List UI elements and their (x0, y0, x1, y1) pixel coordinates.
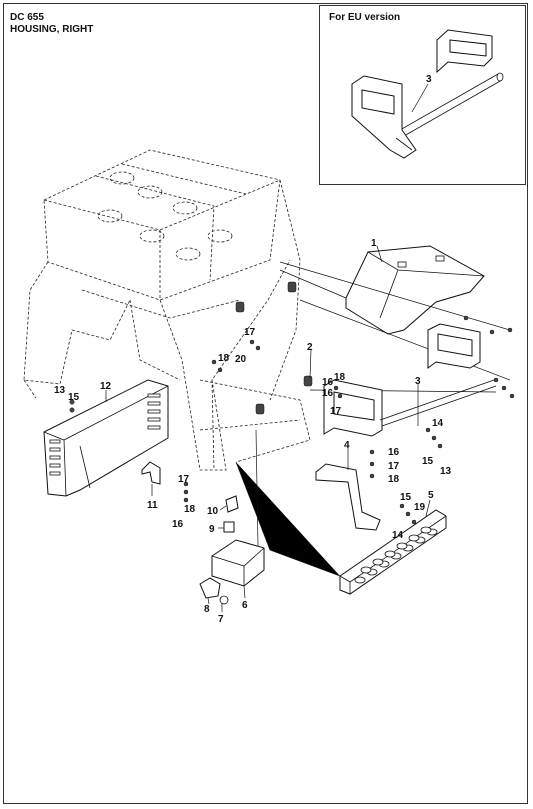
part-6-tray (211, 539, 265, 587)
callout-leaders (105, 245, 431, 612)
callout-20: 20 (235, 354, 247, 365)
part-1-cover (345, 245, 485, 335)
part-3-bracket-rod (323, 323, 497, 437)
callout-labels: 1 2 3 4 5 6 7 8 9 10 11 12 13 15 16 18 1… (54, 238, 452, 625)
inset-callout-3: 3 (426, 74, 432, 85)
callout-12: 12 (100, 381, 112, 392)
callout-16-left: 16 (172, 519, 184, 530)
callout-11: 11 (147, 500, 158, 511)
part-9-10-blocks (223, 495, 239, 533)
callout-14-lower: 14 (392, 530, 404, 541)
callout-18-right: 18 (388, 474, 400, 485)
vent-slots (49, 393, 161, 476)
model-label: DC 655 (10, 12, 44, 23)
part-11-hook (141, 461, 161, 485)
callout-8: 8 (204, 604, 210, 615)
callout-17-left: 17 (178, 474, 190, 485)
callout-2: 2 (307, 342, 313, 353)
callout-3: 3 (415, 376, 421, 387)
callout-17-mid: 17 (244, 327, 256, 338)
callout-4: 4 (344, 440, 350, 451)
callout-16-bracket: 16 (322, 388, 334, 399)
callout-17-bracket: 17 (330, 406, 342, 417)
callout-14-upper: 14 (432, 418, 444, 429)
callout-15-lower: 15 (400, 492, 412, 503)
machine-frame-outline (23, 149, 311, 471)
callout-15: 15 (68, 392, 80, 403)
callout-6: 6 (242, 600, 248, 611)
page-title: HOUSING, RIGHT (10, 24, 94, 35)
callout-13-right: 13 (440, 466, 452, 477)
hardware-bolts (69, 315, 515, 525)
part-12-side-panel (43, 379, 169, 497)
eu-version-inset: For EU version (319, 5, 526, 185)
callout-13: 13 (54, 385, 66, 396)
callout-9: 9 (209, 524, 215, 535)
callout-10: 10 (207, 506, 219, 517)
callout-17-right: 17 (388, 461, 400, 472)
part-5-step-plate (339, 509, 447, 595)
callout-1: 1 (371, 238, 377, 249)
page-border (3, 3, 528, 804)
callout-7: 7 (218, 614, 224, 625)
callout-5: 5 (428, 490, 434, 501)
callout-15-right: 15 (422, 456, 434, 467)
part-4-bracket (315, 463, 381, 531)
rubber-mounts (235, 281, 313, 415)
inset-bracket-assembly (351, 29, 504, 159)
callout-18-left: 18 (184, 504, 196, 515)
callout-16-mid: 16 (322, 377, 334, 388)
callout-16-right: 16 (388, 447, 400, 458)
callout-19: 19 (414, 502, 426, 513)
step-plate-holes (354, 526, 438, 584)
callout-18-bracket: 18 (334, 372, 346, 383)
part-7-8-clamp (199, 577, 229, 605)
inset-title: For EU version (329, 12, 401, 23)
callout-18-mid: 18 (218, 353, 230, 364)
title-block: DC 655 HOUSING, RIGHT (10, 12, 93, 36)
